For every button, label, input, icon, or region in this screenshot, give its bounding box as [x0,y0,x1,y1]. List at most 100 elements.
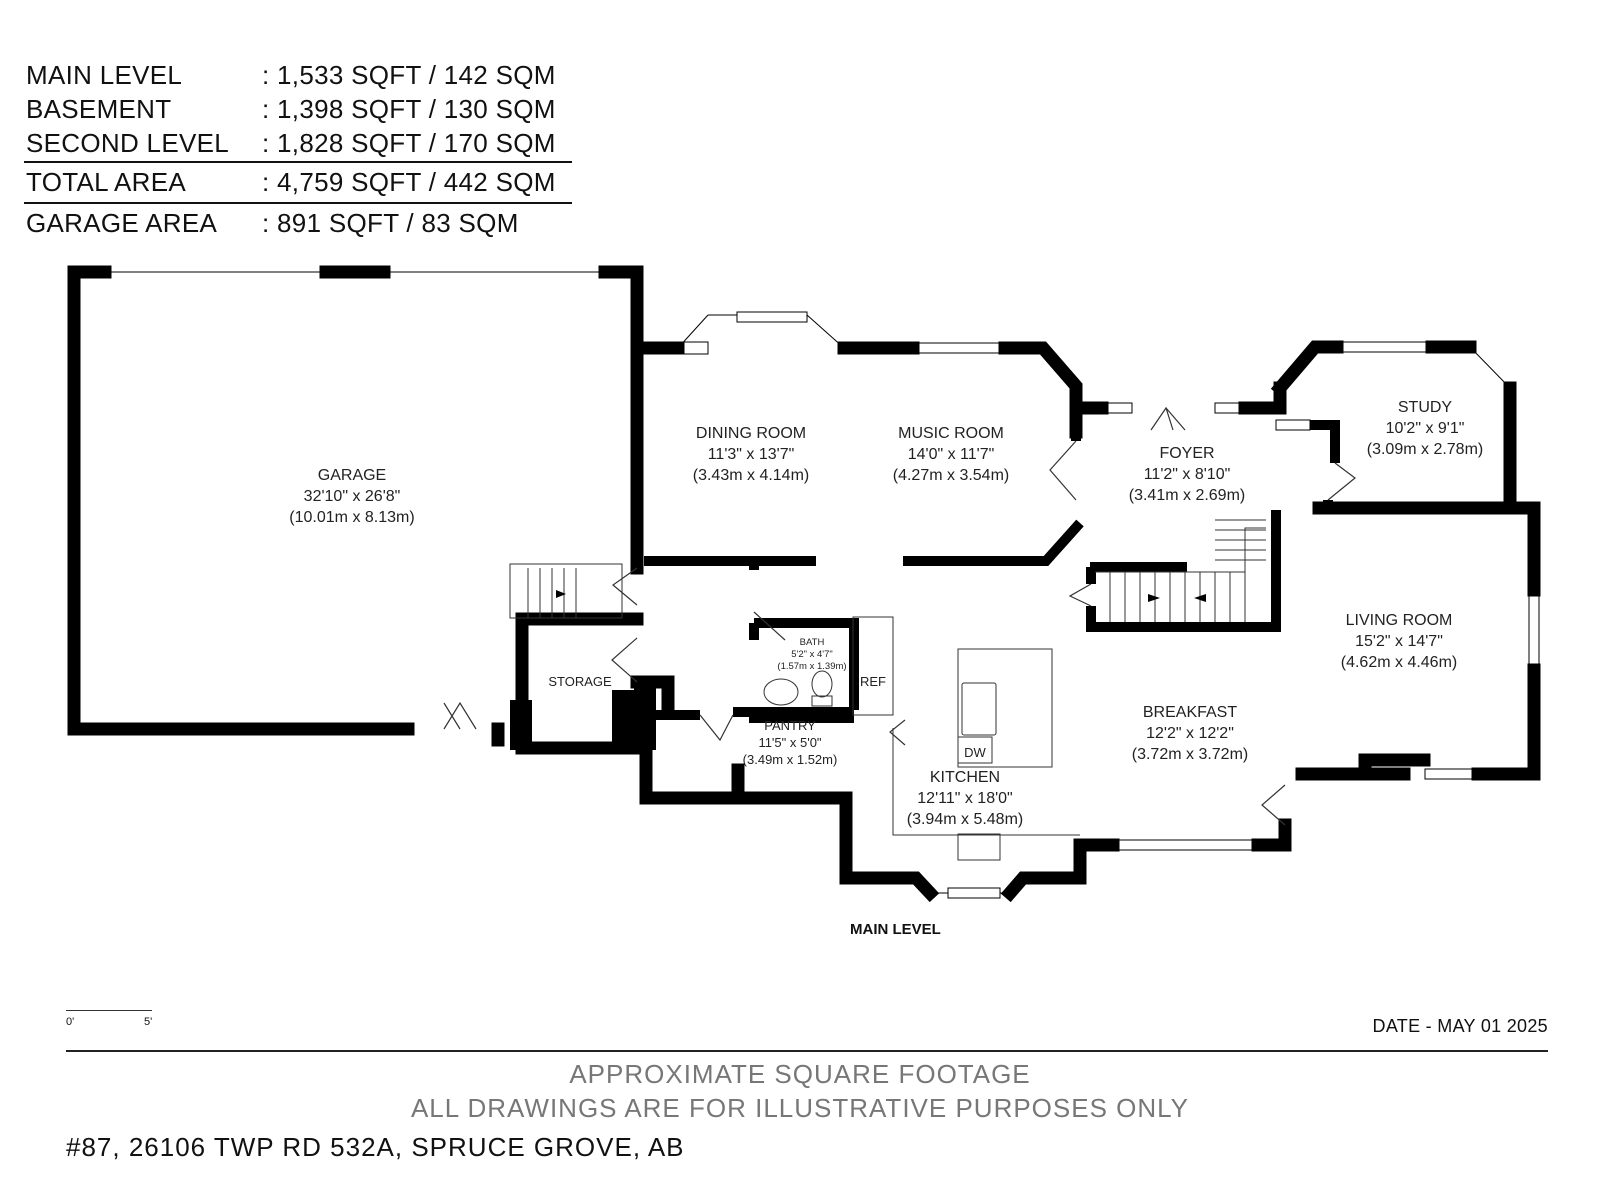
window [1275,419,1311,431]
window [1112,839,1259,851]
interior-walls [644,420,1340,723]
room-name: GARAGE [318,467,386,484]
storage-block [510,700,532,750]
toilet-tank [811,695,833,707]
room-dims: 5'2" x 4'7" [791,649,833,660]
garage-steps [509,563,623,619]
kitchen-sink [961,682,997,736]
dishwasher [957,736,993,764]
living-wall [1358,753,1431,781]
wall-blocks [510,685,656,750]
room-name: PANTRY [764,718,816,733]
area-row-second-level: SECOND LEVEL : 1,828 SQFT / 170 SQM [24,126,572,160]
living-wall [1312,501,1541,597]
window [947,887,1001,899]
area-divider [24,202,572,204]
kitchen-wall [1000,838,1087,903]
stair-treads [527,568,577,618]
breakfast-wall [1251,818,1292,852]
room-dims-metric: (1.57m x 1.39m) [777,661,846,672]
music-door [1049,440,1077,501]
ref-cabinet [852,616,894,716]
room-dims-metric: (3.43m x 4.14m) [693,467,809,484]
room-name: LIVING ROOM [1346,612,1453,629]
study-wall [1310,420,1340,463]
utility-block [634,685,656,703]
room-dims-metric: (4.62m x 4.46m) [1341,654,1457,671]
room-dims-metric: (4.27m x 3.54m) [893,467,1009,484]
kitchen-counter [892,728,1080,836]
front-door [1150,406,1186,431]
pantry-door [699,714,734,742]
area-divider [24,161,572,163]
room-dims-metric: (10.01m x 8.13m) [289,509,414,526]
study-wall [1270,340,1344,398]
room-dims: 11'2" x 8'10" [1144,466,1231,483]
window [736,311,808,323]
kitchen-island [957,648,1053,768]
garage-house-door [612,567,638,606]
bath-sink [763,678,799,706]
storage-door [611,637,638,683]
room-dims-metric: (3.49m x 1.52m) [743,752,838,767]
room-name: MUSIC ROOM [898,425,1004,442]
toilet [811,670,833,698]
storage-wall [630,675,675,715]
property-address: #87, 26106 TWP RD 532A, SPRUCE GROVE, AB [66,1132,685,1162]
exterior-walls [67,265,1541,903]
stair-treads [1215,519,1266,561]
garage-area-value: : 891 SQFT / 83 SQM [262,208,519,238]
cooktop [957,833,1001,861]
window [912,342,1006,354]
garage-wall [67,265,415,736]
room-name: FOYER [1159,445,1214,462]
area-value: : 1,398 SQFT / 130 SQM [262,94,556,124]
stair-wall [1086,510,1281,632]
stair-closet-door [1068,583,1092,607]
window [1528,589,1540,671]
room-dims: 10'2" x 9'1" [1386,420,1465,437]
area-summary-table: MAIN LEVEL : 1,533 SQFT / 142 SQM BASEME… [24,58,572,242]
area-row-total: TOTAL AREA : 4,759 SQFT / 442 SQM [24,165,572,201]
pantry-kitchen-door [889,719,906,746]
window [1301,768,1363,780]
room-name: KITCHEN [930,769,1000,786]
room-dims-metric: (3.72m x 3.72m) [1132,746,1248,763]
room-name: BATH [800,637,825,648]
windows [105,271,1540,899]
room-dims: 12'2" x 12'2" [1146,725,1234,742]
stair-arrows [556,590,1206,602]
dw-label: DW [964,745,986,760]
stair-arrow [1194,594,1206,602]
stairs [509,519,1266,861]
room-dims: 14'0" x 11'7" [908,446,995,463]
music-bottom-wall [903,519,1084,566]
kitchen-wall [839,791,940,903]
room-dims-metric: (3.09m x 2.78m) [1367,441,1483,458]
scale-start: 0' [66,1016,75,1028]
bath-wall [754,618,859,710]
room-name: STUDY [1398,399,1453,416]
room-labels: GARAGE 32'10" x 26'8" (10.01m x 8.13m) D… [289,399,1483,828]
stair-arrow [556,590,566,598]
window [1424,768,1479,780]
garage-entry-door [443,701,477,730]
total-area-label: TOTAL AREA [26,167,187,197]
footer-divider [66,1050,1548,1052]
disclaimer-line-2: ALL DRAWINGS ARE FOR ILLUSTRATIVE PURPOS… [410,1093,1190,1123]
room-dims-metric: (3.41m x 2.69m) [1129,487,1245,504]
area-label: MAIN LEVEL [26,60,183,90]
room-name: DINING ROOM [696,425,806,442]
room-name: STORAGE [548,674,612,689]
area-row-main-level: MAIN LEVEL : 1,533 SQFT / 142 SQM [24,58,572,92]
window [1336,341,1433,353]
window [1101,402,1133,414]
floor-plan: GARAGE 32'10" x 26'8" (10.01m x 8.13m) D… [67,265,1541,903]
room-dims: 15'2" x 14'7" [1355,633,1443,650]
living-wall [1471,663,1541,781]
garage-area-label: GARAGE AREA [26,208,218,238]
scale-bar: 0' 5' [66,1010,156,1034]
disclaimer-line-1: APPROXIMATE SQUARE FOOTAGE [569,1059,1031,1089]
music-wall [998,341,1083,439]
area-row-garage: GARAGE AREA : 891 SQFT / 83 SQM [24,206,572,242]
